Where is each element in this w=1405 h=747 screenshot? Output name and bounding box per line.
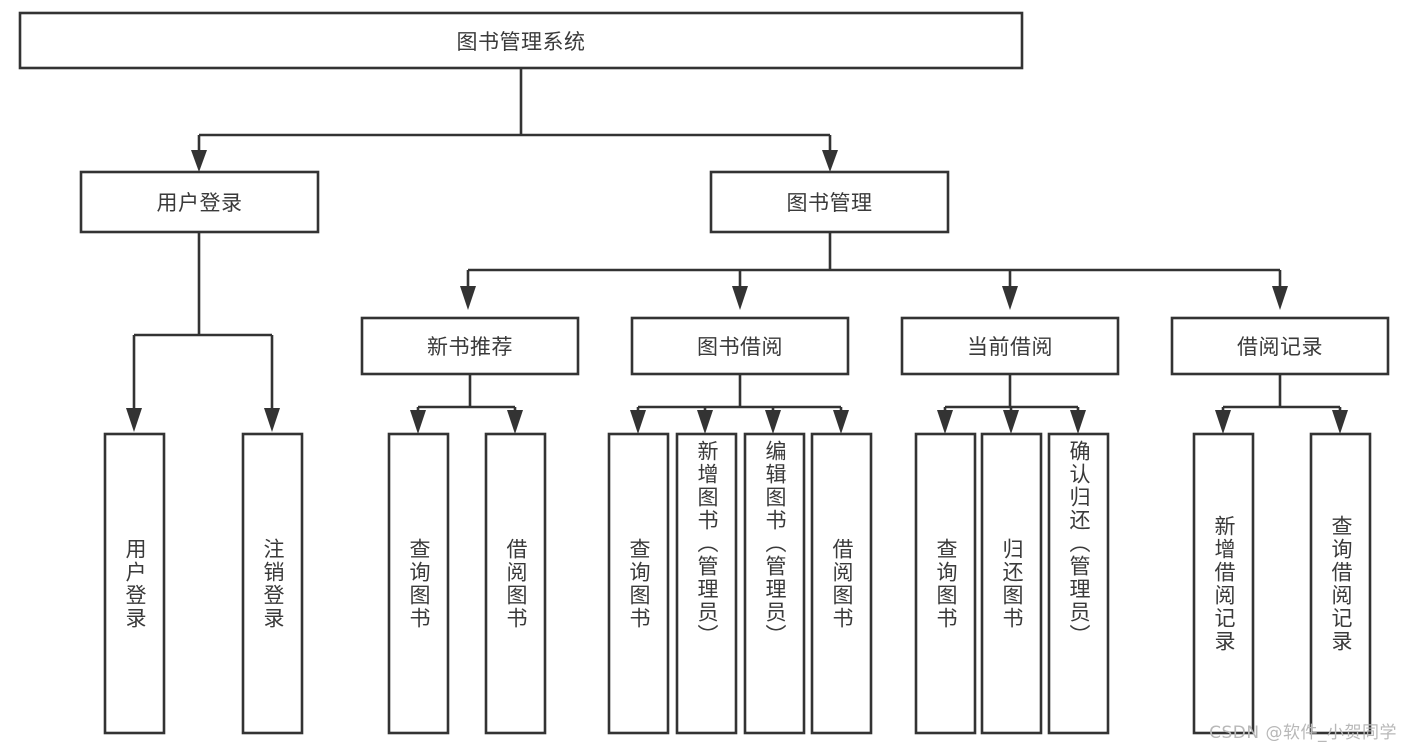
- arrow-head-leaf-confirm-return: [1070, 410, 1086, 434]
- node-leaf-query-book-3-box[interactable]: [914, 432, 977, 735]
- node-current-borrow-box[interactable]: [900, 316, 1120, 376]
- csdn-watermark: CSDN @软件_小贺同学: [1209, 723, 1397, 743]
- node-leaf-query-book-2-box[interactable]: [607, 432, 670, 735]
- node-book-manage-box[interactable]: [709, 170, 950, 234]
- node-leaf-confirm-return-box[interactable]: [1047, 432, 1110, 735]
- arrow-head-user-login: [191, 150, 207, 172]
- arrow-head-leaf-query-book-1: [410, 410, 426, 434]
- node-leaf-add-book-box[interactable]: [675, 432, 738, 735]
- node-leaf-borrow-book-2-box[interactable]: [810, 432, 873, 735]
- node-leaf-query-record-box[interactable]: [1309, 432, 1372, 735]
- arrow-head-new-book-recommend: [460, 286, 476, 310]
- arrow-head-leaf-query-book-3: [937, 410, 953, 434]
- arrow-head-book-borrow: [732, 286, 748, 310]
- arrow-head-leaf-logout-login: [264, 408, 280, 432]
- arrow-head-leaf-borrow-book-2: [833, 410, 849, 434]
- node-leaf-user-login-box[interactable]: [103, 432, 166, 735]
- node-leaf-query-book-1-box[interactable]: [387, 432, 450, 735]
- arrow-head-leaf-add-record: [1215, 410, 1231, 434]
- node-root-box[interactable]: [18, 11, 1024, 70]
- node-leaf-edit-book-box[interactable]: [743, 432, 806, 735]
- arrow-head-book-manage: [822, 150, 838, 172]
- arrow-head-leaf-edit-book: [765, 410, 781, 434]
- arrow-head-borrow-record: [1272, 286, 1288, 310]
- arrow-head-leaf-return-book: [1003, 410, 1019, 434]
- arrow-head-leaf-add-book: [697, 410, 713, 434]
- node-leaf-add-record-box[interactable]: [1192, 432, 1255, 735]
- node-leaf-borrow-book-1-box[interactable]: [484, 432, 547, 735]
- node-borrow-record-box[interactable]: [1170, 316, 1390, 376]
- arrow-head-current-borrow: [1002, 286, 1018, 310]
- node-new-book-recommend-box[interactable]: [360, 316, 580, 376]
- node-leaf-return-book-box[interactable]: [980, 432, 1043, 735]
- arrow-head-leaf-user-login: [126, 408, 142, 432]
- arrow-head-leaf-query-record: [1332, 410, 1348, 434]
- node-user-login-box[interactable]: [79, 170, 320, 234]
- node-book-borrow-box[interactable]: [630, 316, 850, 376]
- arrow-head-leaf-query-book-2: [630, 410, 646, 434]
- node-leaf-logout-login-box[interactable]: [241, 432, 304, 735]
- arrow-head-leaf-borrow-book-1: [507, 410, 523, 434]
